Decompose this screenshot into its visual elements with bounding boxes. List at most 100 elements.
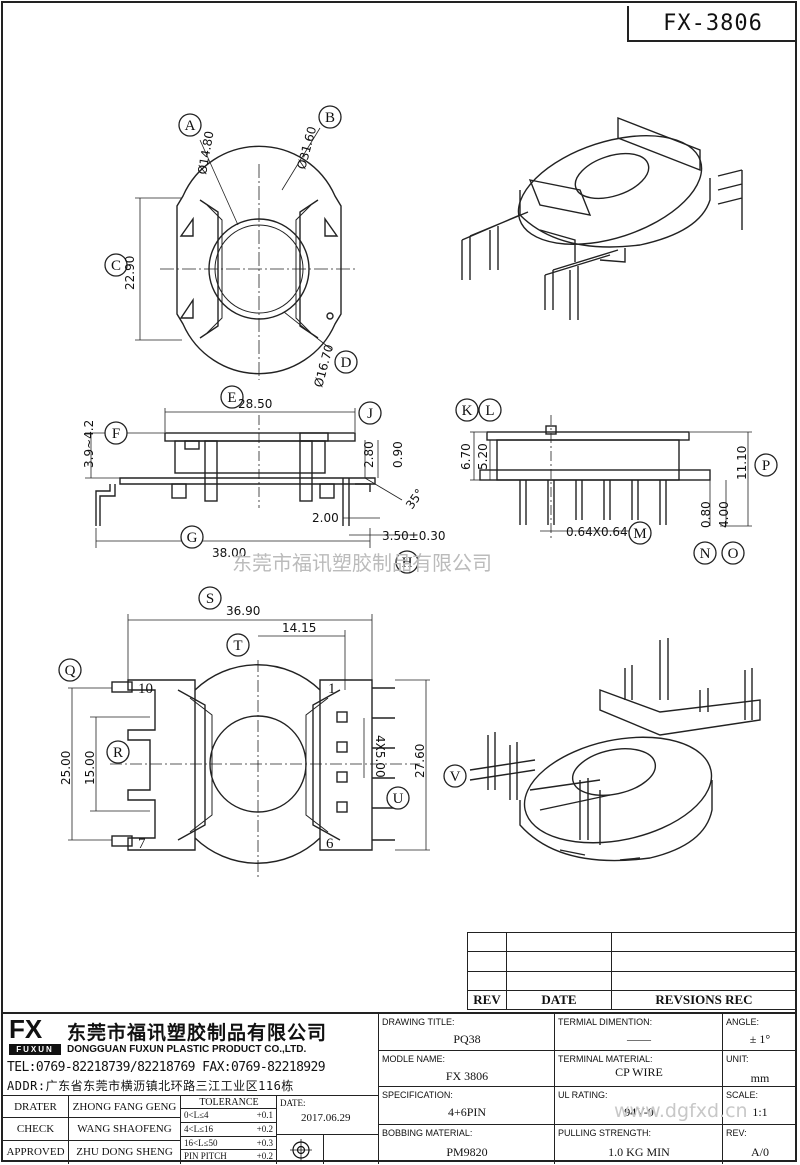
callout-u: U <box>393 791 404 807</box>
callout-r-circle <box>106 740 130 764</box>
term-dim-value: —— <box>627 1032 651 1046</box>
side-view <box>470 415 752 540</box>
dim-k-label: 6.70 <box>459 443 473 470</box>
date-header: DATE <box>506 989 612 1011</box>
ul-label: UL RATING: <box>558 1090 608 1100</box>
watermark-site: www.dgfxd.cn <box>614 1100 748 1122</box>
dim-p-label: 11.10 <box>735 446 749 480</box>
watermark-company: 东莞市福讯塑胶制品有限公司 <box>232 551 492 575</box>
part-number-box: FX-3806 <box>627 6 797 42</box>
callout-l-circle <box>478 398 502 422</box>
callout-s-circle <box>198 586 222 610</box>
scale-label: SCALE: <box>726 1090 759 1100</box>
pin-6-label: 6 <box>326 836 334 852</box>
callout-s: S <box>206 591 214 607</box>
callout-e-circle <box>220 385 244 409</box>
dim-c-label: 22.90 <box>123 256 137 290</box>
callout-h-circle <box>395 550 419 574</box>
fields-col-1: DRAWING TITLE: PQ38 MODLE NAME: FX 3806 … <box>379 1014 555 1164</box>
dim-l-label: 5.20 <box>476 443 490 470</box>
callout-n-circle <box>693 541 717 565</box>
approved-label: APPROVED <box>3 1141 69 1164</box>
check-value: WANG SHAOFENG <box>69 1118 181 1141</box>
callout-k-circle <box>455 398 479 422</box>
ul-value: 94V-0 <box>624 1105 654 1119</box>
callout-a: A <box>185 118 196 134</box>
callout-g: G <box>187 530 198 546</box>
dim-g-label: 38.00 <box>212 546 246 560</box>
dim-v-label: 27.60 <box>413 744 427 778</box>
tolerance-row: 0<L≤4 +0.1 <box>181 1109 277 1123</box>
callout-q-circle <box>58 658 82 682</box>
dim-n-label: 0.80 <box>699 501 713 528</box>
tolerance-range: 4<L≤16 <box>184 1123 214 1134</box>
callout-j-circle <box>358 401 382 425</box>
callout-h: H <box>402 555 413 571</box>
dim-r-label: 15.00 <box>83 751 97 785</box>
callout-o-circle <box>721 541 745 565</box>
company-tel: TEL:0769-82218739/82218769 FAX:0769-8221… <box>7 1060 326 1075</box>
company-logo: FX <box>9 1014 43 1044</box>
callout-d-circle <box>334 350 358 374</box>
company-block: FX FUXUN 东莞市福讯塑胶制品有限公司 DONGGUAN FUXUN PL… <box>3 1014 379 1096</box>
pull-label: PULLING STRENGTH: <box>558 1128 652 1138</box>
angle-label: ANGLE: <box>726 1017 760 1027</box>
model-name-value: FX 3806 <box>445 1069 489 1083</box>
dim-j1-label: 2.80 <box>362 441 376 468</box>
pin-1-label: 1 <box>328 681 336 697</box>
fields-col-3: ANGLE: ± 1° UNIT: mm SCALE: 1:1 REV: A/0 <box>723 1014 797 1164</box>
callout-q: Q <box>65 663 76 679</box>
date-block: DATE: 2017.06.29 <box>277 1096 379 1164</box>
dim-d-label: Ø16.70 <box>311 343 336 389</box>
approved-value: ZHU DONG SHENG <box>69 1141 181 1164</box>
dim-u-label: 4X5.00 <box>373 735 387 778</box>
tolerance-range: 16<L≤50 <box>184 1137 218 1148</box>
tolerance-range: 0<L≤4 <box>184 1110 209 1120</box>
callout-b-circle <box>318 105 342 129</box>
callout-p: P <box>762 458 770 474</box>
term-mat-value: CP WIRE <box>615 1065 663 1079</box>
dim-j2-label: 0.90 <box>391 441 405 468</box>
dim-f-label: 3.9~4.2 <box>82 420 96 468</box>
title-block: FX FUXUN 东莞市福讯塑胶制品有限公司 DONGGUAN FUXUN PL… <box>3 1012 797 1164</box>
company-name-en: DONGGUAN FUXUN PLASTIC PRODUCT CO.,LTD. <box>67 1044 307 1055</box>
angle-value: ± 1° <box>749 1032 771 1046</box>
company-name-cn: 东莞市福讯塑胶制品有限公司 <box>67 1022 328 1044</box>
bottom-view <box>68 614 430 880</box>
bobbin-value: PM9820 <box>446 1145 488 1159</box>
pin-10-label: 10 <box>138 681 153 697</box>
callout-f: F <box>112 426 120 442</box>
scale-value: 1:1 <box>752 1105 768 1119</box>
iso-view-bottom <box>469 638 761 862</box>
tolerance-value: +0.1 <box>256 1110 273 1120</box>
pull-value: 1.0 KG MIN <box>608 1145 670 1159</box>
callout-g-circle <box>180 525 204 549</box>
callout-a-circle <box>178 113 202 137</box>
tolerance-range: PIN PITCH <box>184 1151 227 1162</box>
callout-k: K <box>462 403 473 419</box>
term-dim-label: TERMIAL DIMENTION: <box>558 1017 653 1027</box>
fields-col-2: TERMIAL DIMENTION: —— TERMINAL MATERIAL:… <box>555 1014 723 1164</box>
pin-7-label: 7 <box>138 836 146 852</box>
callout-u-circle <box>386 786 410 810</box>
dim-a-label: Ø14.80 <box>195 130 216 176</box>
unit-value: mm <box>750 1071 770 1085</box>
spec-value: 4+6PIN <box>447 1105 487 1119</box>
tolerance-label: TOLERANCE <box>181 1096 277 1109</box>
callout-m-circle <box>628 521 652 545</box>
rev-label: REV: <box>726 1128 747 1138</box>
dim-angle-label: 35° <box>403 486 427 511</box>
callout-f-circle <box>104 421 128 445</box>
callout-e: E <box>227 390 236 406</box>
date-value: 2017.06.29 <box>301 1112 351 1124</box>
callout-p-circle <box>754 453 778 477</box>
top-view <box>135 127 356 380</box>
projection-symbol-icon <box>290 1139 312 1161</box>
company-addr: ADDR:广东省东莞市横沥镇北环路三江工业区116栋 <box>7 1079 294 1093</box>
callout-l: L <box>485 403 494 419</box>
dim-s-label: 36.90 <box>226 604 260 618</box>
drawing-title-label: DRAWING TITLE: <box>382 1017 455 1027</box>
tolerance-value: +0.2 <box>256 1151 273 1162</box>
rev-header: REV <box>467 989 507 1011</box>
dim-o-label: 4.00 <box>717 501 731 528</box>
